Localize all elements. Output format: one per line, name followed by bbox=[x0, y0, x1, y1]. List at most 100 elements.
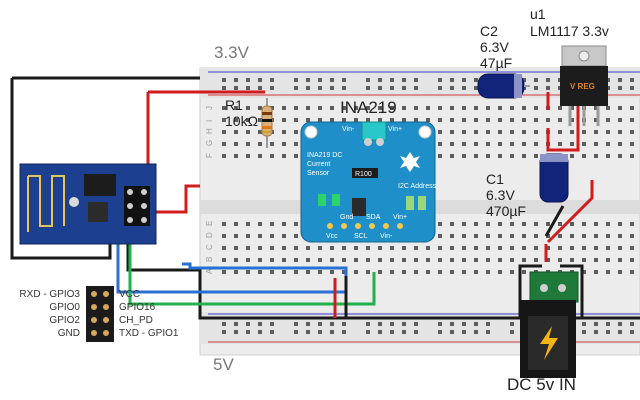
breadboard-hole bbox=[234, 322, 238, 326]
row-letter: I bbox=[205, 120, 214, 122]
breadboard-hole bbox=[522, 118, 526, 122]
breadboard-hole bbox=[246, 258, 250, 262]
breadboard-hole bbox=[306, 118, 310, 122]
breadboard-hole bbox=[330, 322, 334, 326]
breadboard-hole bbox=[282, 246, 286, 250]
breadboard-hole bbox=[606, 270, 610, 274]
breadboard-hole bbox=[570, 142, 574, 146]
breadboard-hole bbox=[534, 78, 538, 82]
breadboard-hole bbox=[618, 130, 622, 134]
breadboard-hole bbox=[402, 246, 406, 250]
breadboard-hole bbox=[522, 154, 526, 158]
breadboard-hole bbox=[234, 130, 238, 134]
breadboard-hole bbox=[594, 246, 598, 250]
breadboard-hole bbox=[318, 322, 322, 326]
breadboard-hole bbox=[342, 270, 346, 274]
esp-pin-gpio16: GPIO16 bbox=[119, 302, 156, 313]
breadboard-hole bbox=[246, 154, 250, 158]
breadboard-hole bbox=[246, 234, 250, 238]
breadboard-hole bbox=[222, 106, 226, 110]
resistor-r1 bbox=[261, 98, 273, 148]
breadboard-hole bbox=[330, 106, 334, 110]
breadboard-hole bbox=[258, 142, 262, 146]
breadboard-hole bbox=[246, 130, 250, 134]
breadboard-hole bbox=[234, 86, 238, 90]
breadboard-hole bbox=[522, 106, 526, 110]
breadboard-hole bbox=[474, 154, 478, 158]
breadboard-hole bbox=[294, 154, 298, 158]
breadboard-hole bbox=[438, 118, 442, 122]
breadboard-hole bbox=[534, 130, 538, 134]
breadboard-hole bbox=[414, 330, 418, 334]
breadboard-hole bbox=[378, 258, 382, 262]
breadboard-hole bbox=[462, 118, 466, 122]
breadboard-hole bbox=[570, 222, 574, 226]
breadboard-hole bbox=[378, 106, 382, 110]
sensor-title-3: Sensor bbox=[307, 170, 330, 177]
breadboard-hole bbox=[402, 322, 406, 326]
breadboard-hole bbox=[294, 322, 298, 326]
breadboard-hole bbox=[618, 246, 622, 250]
breadboard-hole bbox=[354, 270, 358, 274]
breadboard-hole bbox=[474, 142, 478, 146]
sensor-pin-vin-minus-top: Vin- bbox=[342, 126, 355, 133]
row-letter: F bbox=[205, 153, 214, 158]
breadboard-hole bbox=[582, 222, 586, 226]
breadboard-hole bbox=[450, 86, 454, 90]
breadboard-hole bbox=[618, 106, 622, 110]
breadboard-hole bbox=[486, 234, 490, 238]
breadboard-hole bbox=[522, 78, 526, 82]
breadboard-hole bbox=[594, 270, 598, 274]
breadboard-hole bbox=[366, 330, 370, 334]
breadboard-hole bbox=[402, 86, 406, 90]
breadboard-hole bbox=[522, 234, 526, 238]
breadboard-hole bbox=[282, 222, 286, 226]
breadboard-hole bbox=[474, 330, 478, 334]
breadboard-hole bbox=[630, 78, 634, 82]
breadboard-hole bbox=[270, 258, 274, 262]
sensor-title-2: Current bbox=[307, 161, 330, 168]
breadboard-hole bbox=[378, 78, 382, 82]
breadboard-hole bbox=[594, 142, 598, 146]
breadboard-hole bbox=[606, 130, 610, 134]
breadboard-hole bbox=[258, 270, 262, 274]
sensor-pin-vcc: Vcc bbox=[326, 233, 338, 240]
breadboard-hole bbox=[294, 78, 298, 82]
breadboard-hole bbox=[330, 246, 334, 250]
breadboard-hole bbox=[354, 246, 358, 250]
esp-pin-gpio0: GPIO0 bbox=[49, 302, 80, 313]
breadboard-hole bbox=[378, 118, 382, 122]
breadboard-hole bbox=[486, 246, 490, 250]
breadboard-hole bbox=[474, 270, 478, 274]
breadboard-hole bbox=[294, 86, 298, 90]
breadboard-hole bbox=[546, 234, 550, 238]
breadboard-hole bbox=[450, 118, 454, 122]
breadboard-hole bbox=[222, 142, 226, 146]
breadboard-hole bbox=[450, 142, 454, 146]
breadboard-hole bbox=[630, 142, 634, 146]
breadboard-hole bbox=[630, 258, 634, 262]
breadboard-hole bbox=[618, 154, 622, 158]
breadboard-hole bbox=[558, 246, 562, 250]
breadboard-hole bbox=[246, 330, 250, 334]
regulator-part: LM1117 3.3v bbox=[530, 23, 609, 39]
breadboard-hole bbox=[498, 130, 502, 134]
breadboard-hole bbox=[594, 130, 598, 134]
breadboard-hole bbox=[534, 154, 538, 158]
breadboard-hole bbox=[294, 270, 298, 274]
breadboard-hole bbox=[390, 270, 394, 274]
breadboard-hole bbox=[306, 330, 310, 334]
breadboard-hole bbox=[378, 330, 382, 334]
c2-value: 47µF bbox=[480, 55, 512, 71]
breadboard-hole bbox=[294, 246, 298, 250]
sensor-title-1: INA219 DC bbox=[307, 152, 342, 159]
breadboard-hole bbox=[558, 222, 562, 226]
breadboard-hole bbox=[402, 106, 406, 110]
breadboard-hole bbox=[330, 258, 334, 262]
breadboard-hole bbox=[246, 270, 250, 274]
c2-ref: C2 bbox=[480, 23, 498, 39]
breadboard-hole bbox=[510, 270, 514, 274]
breadboard-hole bbox=[462, 270, 466, 274]
breadboard-hole bbox=[270, 86, 274, 90]
breadboard-hole bbox=[282, 234, 286, 238]
